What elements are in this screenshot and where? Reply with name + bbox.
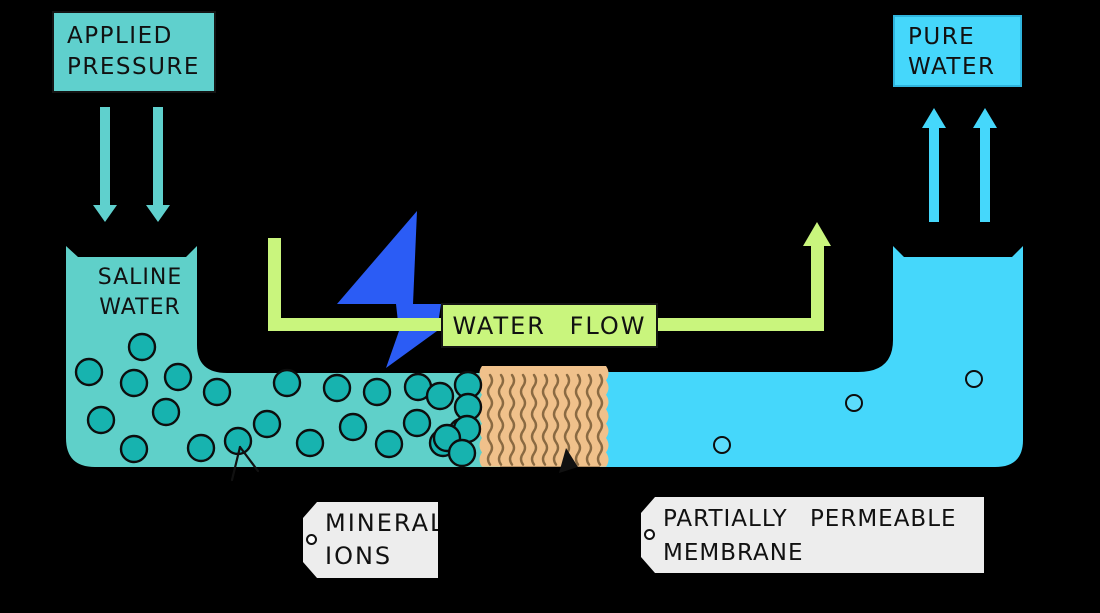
pure-water-line1: PURE [908, 24, 976, 50]
saline-water-line2: WATER [99, 295, 181, 320]
lightning-bolt-icon [337, 211, 441, 368]
applied-pressure-line1: APPLIED [67, 23, 173, 49]
pure-water-label: PURE WATER [893, 15, 1022, 87]
saline-water-line1: SALINE [97, 265, 183, 290]
water-flow-text: WATER FLOW [452, 311, 647, 340]
saline-water-label: SALINE WATER [84, 263, 196, 323]
mineral-ions-line2: IONS [325, 542, 393, 570]
membrane-line2: MEMBRANE [663, 540, 804, 566]
pure-water-arrows-icon [922, 108, 997, 222]
mineral-ions-line1: MINERAL [325, 509, 446, 537]
membrane-line1: PARTIALLY PERMEABLE [663, 506, 957, 532]
tag-hole-icon [644, 529, 655, 540]
applied-pressure-arrows-icon [93, 107, 170, 222]
mineral-ions-tag: MINERAL IONS [303, 502, 438, 578]
applied-pressure-line2: PRESSURE [67, 54, 200, 80]
mineral-ions-pointer-arrow [230, 445, 260, 482]
pipe-up-arrowhead-icon [803, 222, 831, 246]
pure-water-line2: WATER [908, 54, 996, 80]
pure-water-vessel-shape [600, 246, 1023, 467]
membrane-pointer-arrow [559, 448, 578, 473]
membrane-wavy-lines [486, 373, 604, 466]
mineral-ion-particles [74, 332, 483, 468]
applied-pressure-label: APPLIED PRESSURE [52, 11, 216, 93]
membrane-tag: PARTIALLY PERMEABLE MEMBRANE [641, 497, 984, 573]
water-flow-label: WATER FLOW [441, 303, 658, 348]
pure-water-bubbles [713, 370, 983, 454]
tag-hole-icon [306, 534, 317, 545]
